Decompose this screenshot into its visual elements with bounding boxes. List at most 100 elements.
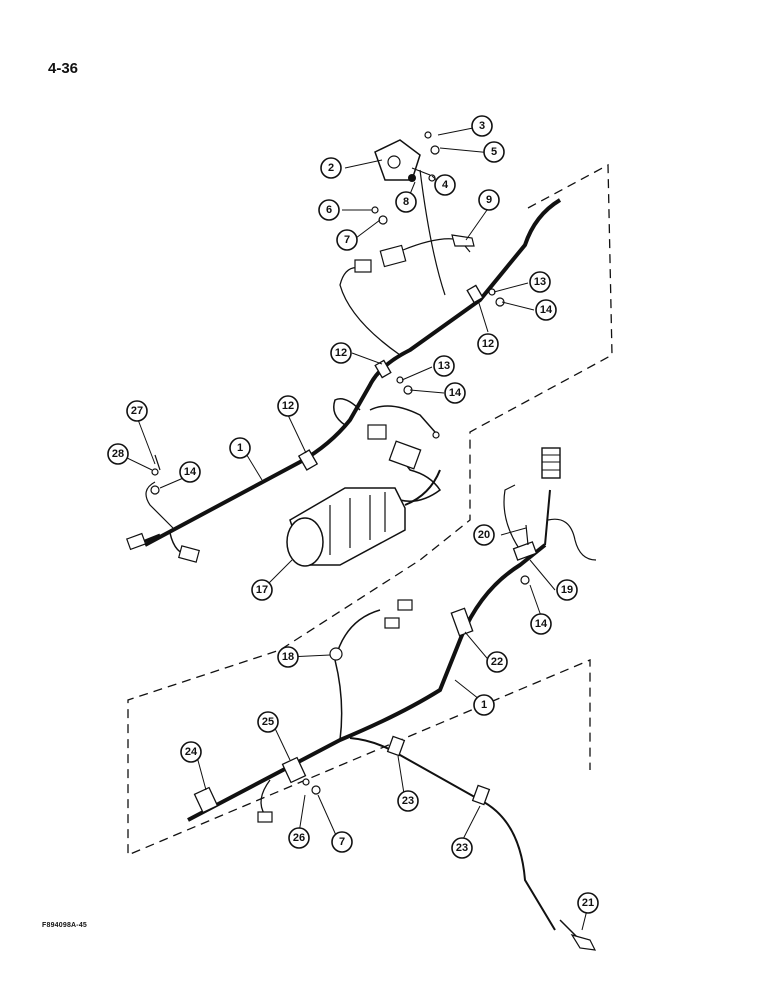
svg-text:27: 27 <box>131 405 143 417</box>
callout: 23 <box>397 790 419 812</box>
harness-branch <box>145 481 176 531</box>
connector <box>354 259 372 273</box>
sensor <box>451 234 475 247</box>
callout: 17 <box>251 579 273 601</box>
svg-text:2: 2 <box>328 162 334 174</box>
callout: 20 <box>473 524 495 546</box>
svg-text:24: 24 <box>185 746 198 758</box>
lower-main-harness <box>187 543 547 822</box>
harness-branch <box>544 489 551 546</box>
svg-text:12: 12 <box>548 545 549 546</box>
callout: 13 <box>529 271 551 293</box>
svg-text:13: 13 <box>534 276 546 288</box>
svg-text:25: 25 <box>262 716 274 728</box>
callout: 13 <box>433 355 455 377</box>
callout: 25 <box>257 711 279 733</box>
svg-text:4: 4 <box>442 179 449 191</box>
svg-text:23: 23 <box>402 795 414 807</box>
callout: 3 <box>471 115 493 137</box>
svg-text:23: 23 <box>456 842 468 854</box>
dashed-outline <box>127 163 613 856</box>
svg-text:21: 21 <box>582 897 594 909</box>
svg-text:12: 12 <box>482 338 494 350</box>
callout: 1 <box>473 694 495 716</box>
connector <box>397 599 413 611</box>
callout: 28 <box>107 443 129 465</box>
callout: 26 <box>288 827 310 849</box>
callout: 4 <box>434 174 456 196</box>
callout: 18 <box>277 646 299 668</box>
svg-text:28: 28 <box>112 448 124 460</box>
harness-branch <box>419 169 446 296</box>
callout: 9 <box>478 189 500 211</box>
svg-text:17: 17 <box>256 584 268 596</box>
connector <box>388 440 422 470</box>
callout: 12 <box>477 333 499 355</box>
svg-text:19: 19 <box>561 584 573 596</box>
connector <box>126 532 147 551</box>
callout: 12 <box>330 342 352 364</box>
callout: 12 <box>277 395 299 417</box>
callout: 7 <box>331 831 353 853</box>
harness-clamps <box>193 284 538 814</box>
connector <box>178 545 200 563</box>
harness-branch <box>369 405 436 433</box>
callout: 14 <box>444 382 466 404</box>
svg-text:9: 9 <box>486 194 492 206</box>
ring-terminal <box>432 431 440 439</box>
callout: 12 <box>547 545 549 547</box>
connector <box>257 811 273 823</box>
callout: 8 <box>395 191 417 213</box>
harness-branch <box>260 779 271 816</box>
svg-text:14: 14 <box>184 466 197 478</box>
callout: 14 <box>530 613 552 635</box>
figure-code: F894098A-45 <box>42 922 88 929</box>
connector <box>379 244 407 268</box>
round-connector <box>541 447 561 479</box>
svg-text:13: 13 <box>438 360 450 372</box>
callout: 19 <box>556 579 578 601</box>
svg-text:12: 12 <box>282 400 294 412</box>
callout: 22 <box>486 651 508 673</box>
svg-text:22: 22 <box>491 656 503 668</box>
svg-text:14: 14 <box>449 387 462 399</box>
callout: 27 <box>126 400 148 422</box>
svg-text:7: 7 <box>344 234 350 246</box>
callout: 6 <box>318 199 340 221</box>
svg-text:5: 5 <box>491 146 497 158</box>
harness-branch <box>349 737 556 931</box>
svg-text:3: 3 <box>479 120 485 132</box>
harness-branch <box>503 484 521 551</box>
callout: 24 <box>180 741 202 763</box>
callout: 7 <box>336 229 358 251</box>
harness-branch <box>339 266 401 356</box>
electrical-module <box>286 469 441 567</box>
switch-assembly <box>374 139 431 182</box>
callout: 21 <box>577 892 599 914</box>
harness-branch <box>334 609 381 741</box>
callout: 2 <box>320 157 342 179</box>
svg-text:7: 7 <box>339 836 345 848</box>
harness-branch <box>547 518 597 561</box>
svg-text:14: 14 <box>535 618 548 630</box>
svg-text:20: 20 <box>478 529 490 541</box>
svg-text:1: 1 <box>481 699 487 711</box>
callout: 1 <box>229 437 251 459</box>
svg-text:8: 8 <box>403 196 409 208</box>
svg-text:12: 12 <box>335 347 347 359</box>
svg-text:6: 6 <box>326 204 332 216</box>
svg-text:1: 1 <box>237 442 243 454</box>
temperature-sender <box>570 934 597 951</box>
callout: 14 <box>179 461 201 483</box>
connector <box>367 424 387 440</box>
page-number: 4-36 <box>48 60 79 77</box>
svg-text:18: 18 <box>282 651 294 663</box>
harness-branch <box>333 398 361 426</box>
svg-text:26: 26 <box>293 832 305 844</box>
hardware <box>150 131 530 795</box>
callout: 14 <box>535 299 557 321</box>
svg-text:14: 14 <box>540 304 553 316</box>
callout: 5 <box>483 141 505 163</box>
callout: 23 <box>451 837 473 859</box>
